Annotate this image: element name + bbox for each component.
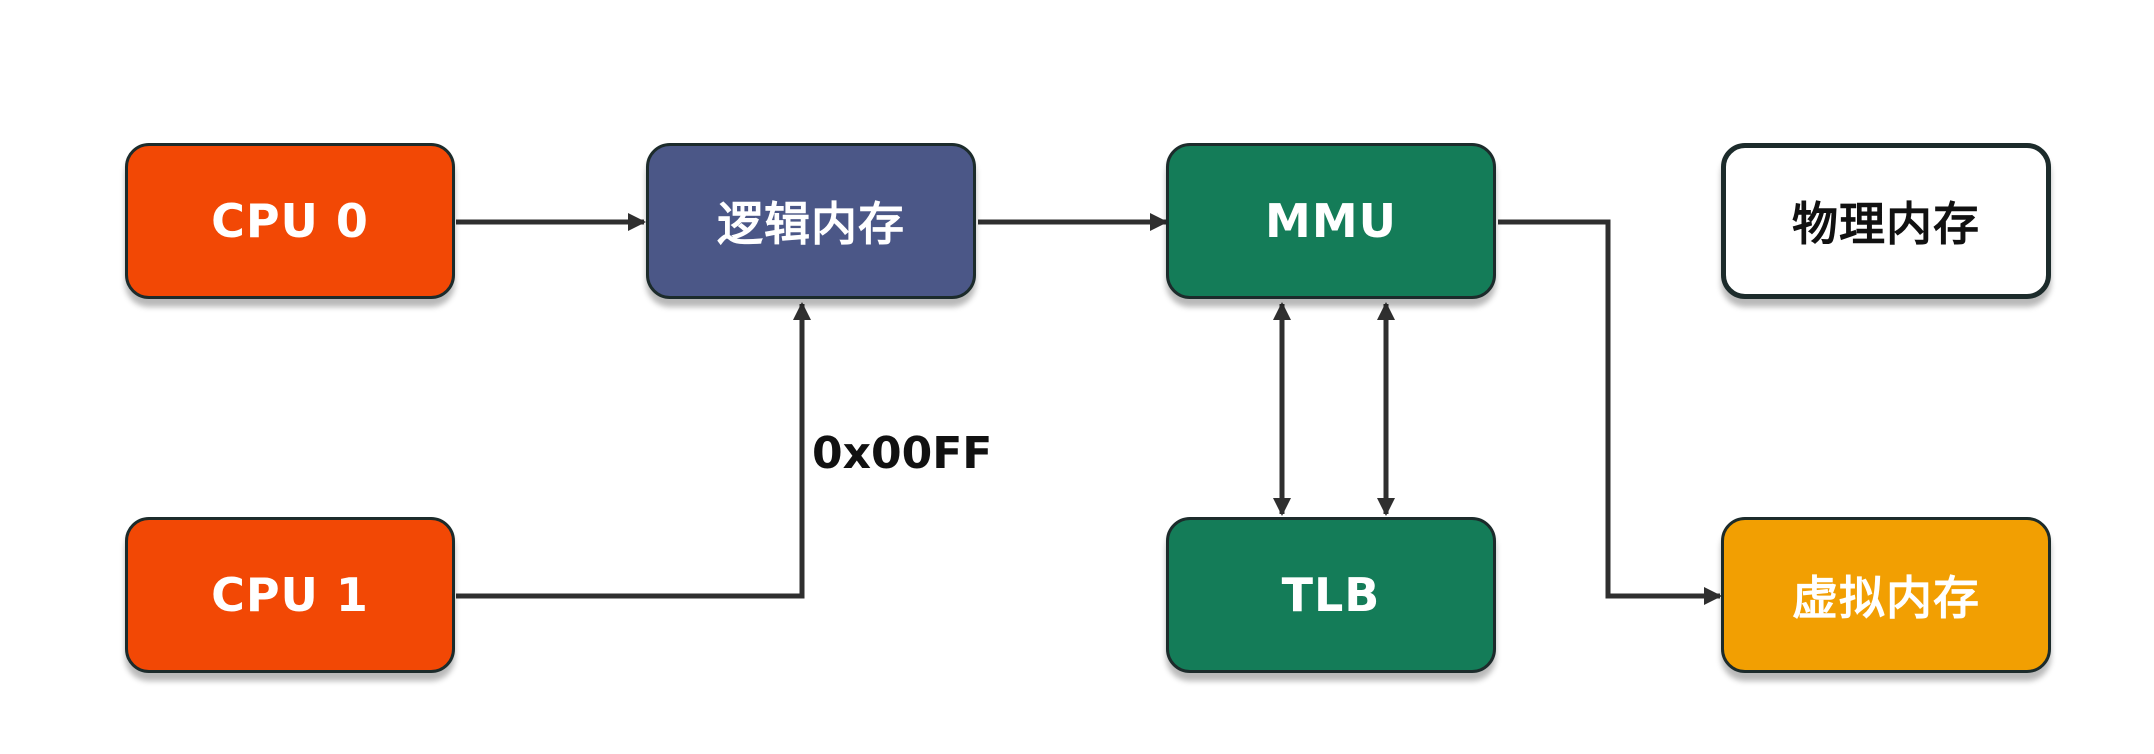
tlb-label: TLB bbox=[1281, 568, 1381, 622]
mmu-label: MMU bbox=[1265, 194, 1397, 248]
edge-cpu1-to-logical-memory bbox=[456, 302, 811, 599]
cpu1-node: CPU 1 bbox=[125, 517, 455, 673]
address-label: 0x00FF bbox=[812, 428, 993, 479]
physical-memory-node: 物理内存 bbox=[1721, 143, 2051, 299]
logical-memory-label: 逻辑内存 bbox=[717, 197, 905, 251]
virtual-memory-node: 虚拟内存 bbox=[1721, 517, 2051, 673]
cpu0-label: CPU 0 bbox=[211, 194, 369, 248]
edge-mmu-to-virtual-memory bbox=[1498, 219, 1722, 605]
virtual-memory-label: 虚拟内存 bbox=[1792, 571, 1980, 625]
physical-memory-label: 物理内存 bbox=[1792, 197, 1980, 251]
tlb-node: TLB bbox=[1166, 517, 1496, 673]
logical-memory-node: 逻辑内存 bbox=[646, 143, 976, 299]
mmu-node: MMU bbox=[1166, 143, 1496, 299]
cpu1-label: CPU 1 bbox=[211, 568, 369, 622]
cpu0-node: CPU 0 bbox=[125, 143, 455, 299]
